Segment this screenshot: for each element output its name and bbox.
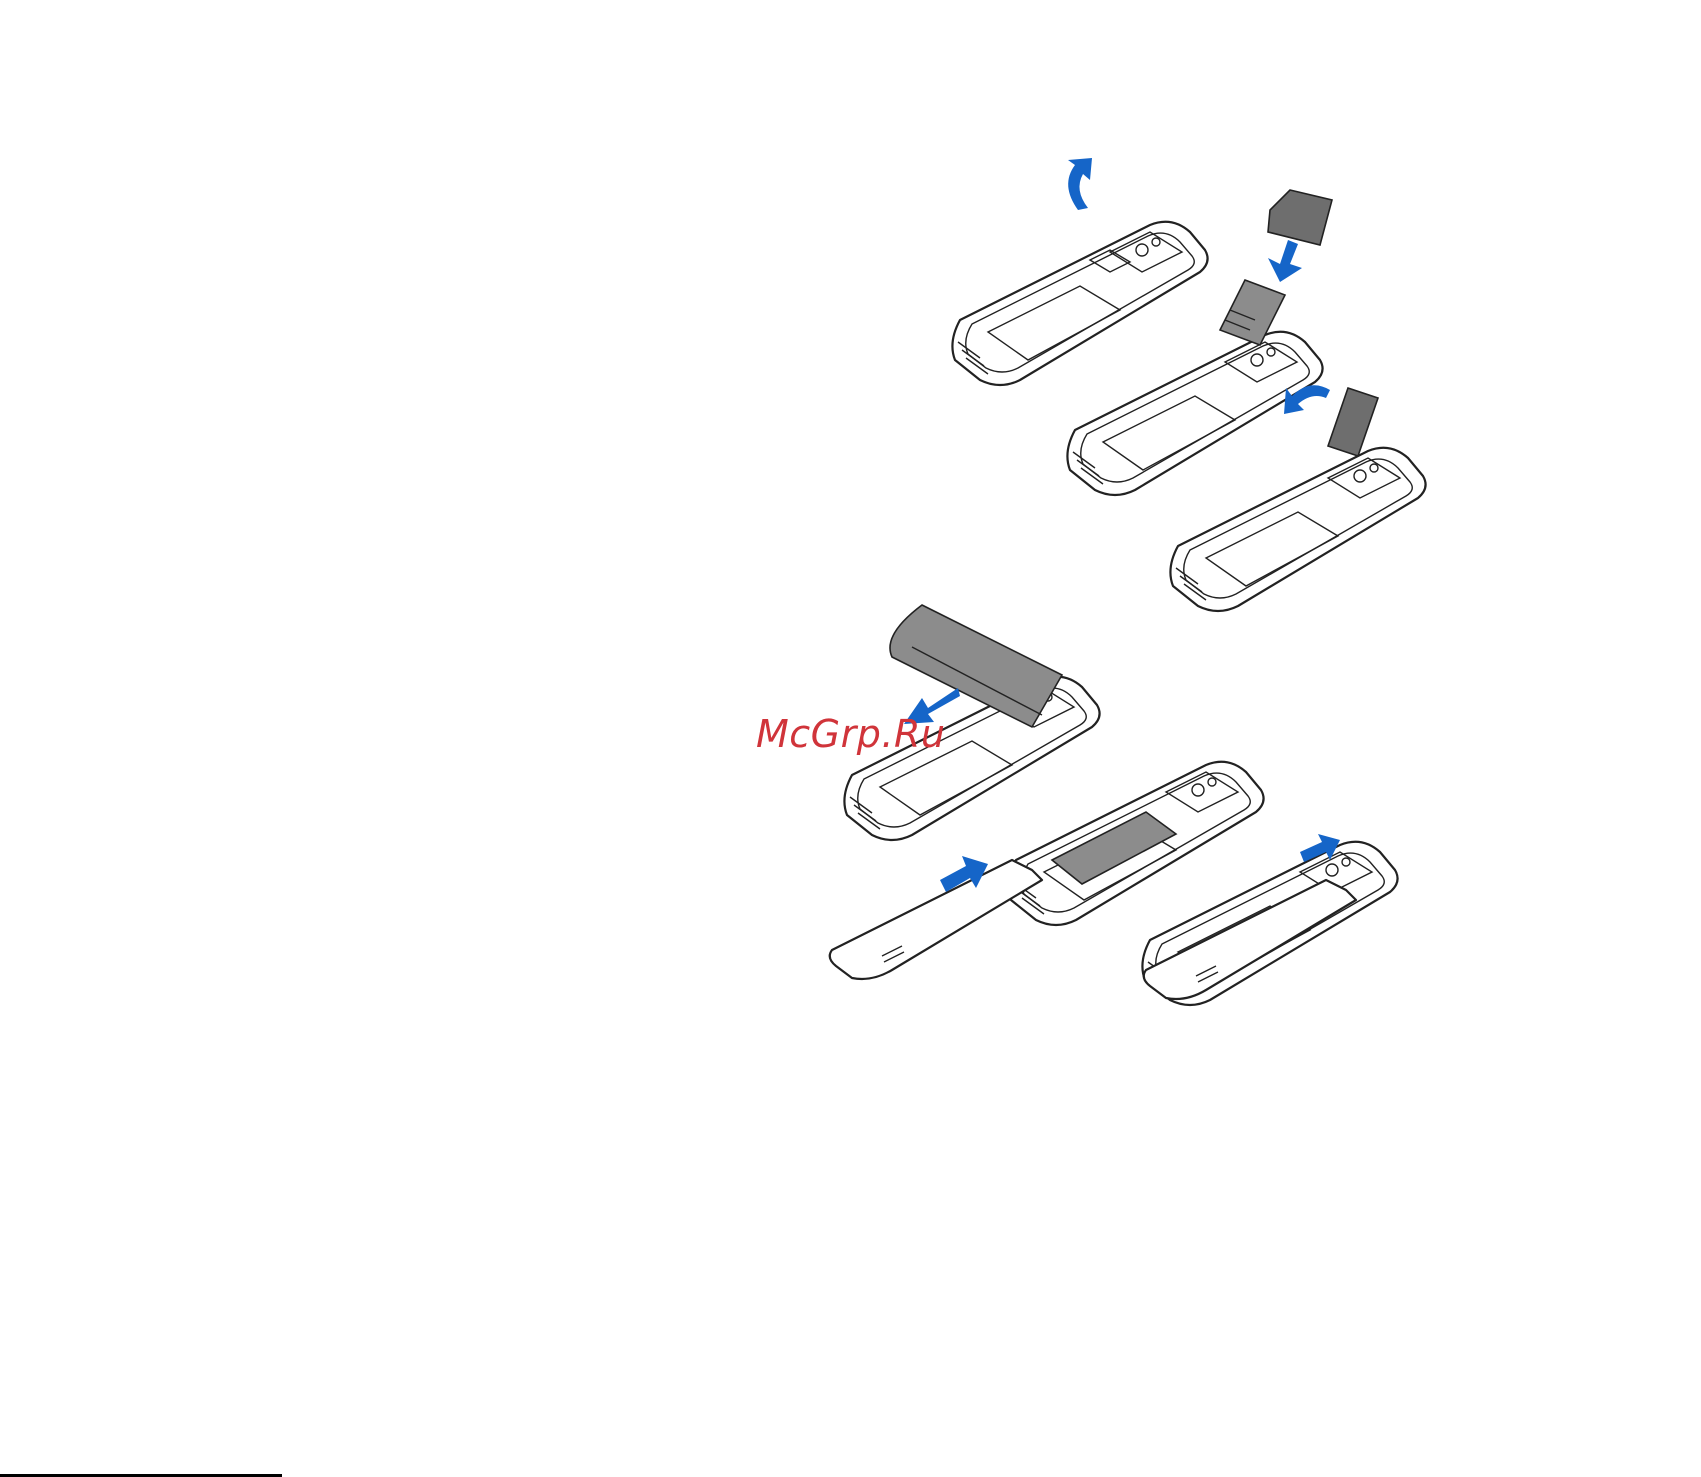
step-battery-inserted <box>1008 762 1263 925</box>
watermark: McGrp.Ru <box>756 712 945 756</box>
curved-arrow-up-icon <box>1068 158 1092 210</box>
step-cover-attached <box>1142 842 1397 1005</box>
arrow-down-icon <box>1268 240 1302 282</box>
sim-card <box>1268 190 1332 245</box>
step-remove-back-cover <box>952 222 1207 385</box>
step-slide-cover <box>830 860 1042 979</box>
